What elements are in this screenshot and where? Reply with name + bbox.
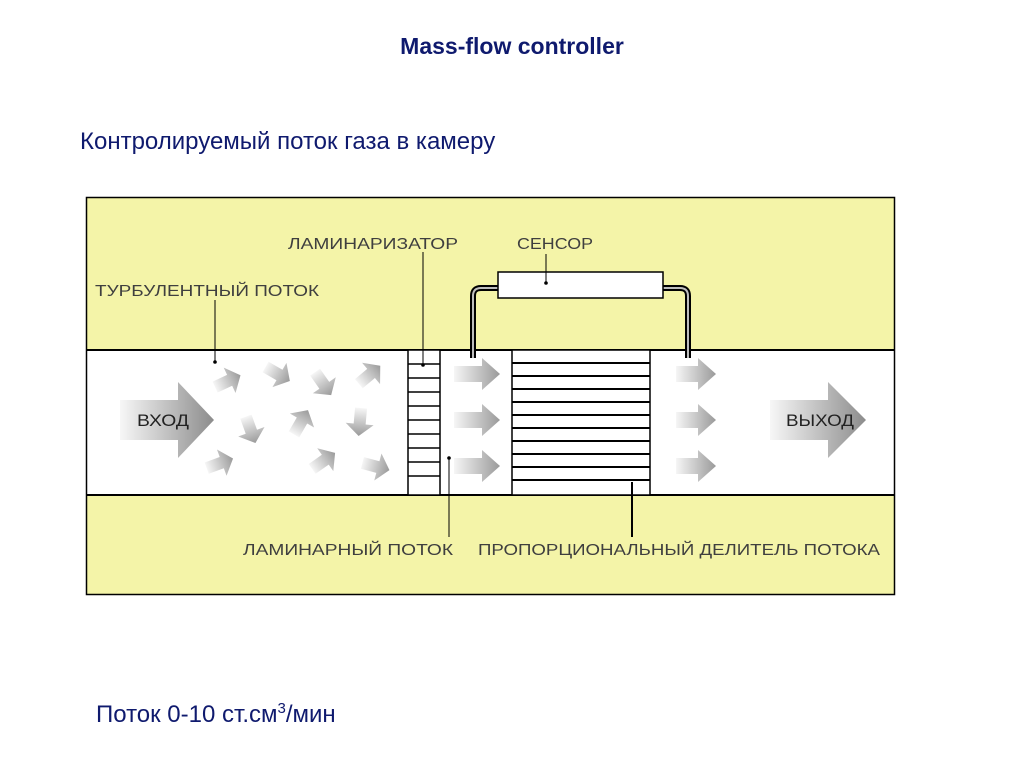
- turbulent-arrow-icon: [360, 453, 390, 481]
- outflow-arrows: [676, 358, 716, 482]
- label-outlet: ВЫХОД: [786, 411, 855, 430]
- flow-range-superscript: 3: [277, 700, 286, 717]
- bottom-band: [86, 495, 895, 595]
- flow-range-note: Поток 0-10 ст.см3/мин: [96, 700, 336, 729]
- turbulent-arrow-icon: [204, 449, 234, 476]
- turbulent-arrows: [204, 361, 390, 481]
- flow-range-prefix: Поток 0-10 ст.см: [96, 701, 278, 728]
- label-laminarizer: ЛАМИНАРИЗАТОР: [288, 236, 458, 253]
- turbulent-arrow-icon: [212, 367, 241, 393]
- turbulent-arrow-icon: [308, 448, 336, 474]
- turbulent-arrow-icon: [354, 362, 381, 389]
- inlet-arrow: [120, 382, 214, 458]
- turbulent-arrow-icon: [288, 410, 315, 438]
- label-proportional-divider: ПРОПОРЦИОНАЛЬНЫЙ ДЕЛИТЕЛЬ ПОТОКА: [478, 540, 880, 559]
- label-laminar-flow: ЛАМИНАРНЫЙ ПОТОК: [243, 540, 454, 559]
- flow-range-suffix: /мин: [285, 701, 336, 728]
- laminar-arrow-icon: [454, 404, 500, 436]
- laminar-arrow-icon: [454, 358, 500, 390]
- diagram-frame: [85, 196, 896, 596]
- outlet-arrow: [770, 382, 866, 458]
- outflow-arrow-icon: [676, 404, 716, 436]
- top-band: [86, 197, 895, 350]
- turbulent-arrow-icon: [310, 368, 336, 396]
- label-inlet: ВХОД: [137, 411, 190, 430]
- slide-title: Mass-flow controller: [400, 33, 624, 59]
- laminar-arrow-icon: [454, 450, 500, 482]
- label-sensor: СЕНСОР: [517, 236, 593, 253]
- slide-subtitle: Контролируемый поток газа в камеру: [80, 128, 496, 155]
- turbulent-arrow-icon: [238, 414, 265, 444]
- turbulent-arrow-icon: [345, 407, 374, 436]
- laminarizer: [407, 349, 441, 496]
- label-turbulent-flow: ТУРБУЛЕНТНЫЙ ПОТОК: [95, 281, 320, 300]
- sensor-element: [497, 271, 664, 299]
- outflow-arrow-icon: [676, 450, 716, 482]
- proportional-flow-divider: [511, 349, 651, 496]
- turbulent-arrow-icon: [262, 361, 290, 388]
- laminar-arrows: [454, 358, 500, 482]
- outflow-arrow-icon: [676, 358, 716, 390]
